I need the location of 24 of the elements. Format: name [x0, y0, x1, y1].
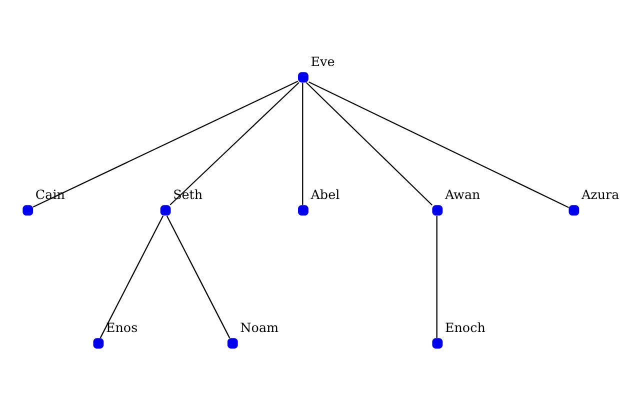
connector: [302, 82, 304, 204]
connector: [170, 82, 300, 205]
node-label: Abel: [310, 186, 340, 202]
node-label: Awan: [444, 186, 480, 202]
node-circle: [93, 338, 104, 348]
node-circle: [22, 204, 34, 216]
node-label: Enoch: [444, 320, 486, 335]
connector: [306, 82, 433, 206]
node-circle: [227, 338, 238, 348]
node-label: Eve: [310, 54, 335, 69]
node-circle: [568, 204, 580, 216]
connector: [166, 215, 230, 338]
node-label: Enos: [106, 320, 138, 335]
node-circle: [160, 204, 171, 216]
node-circle: [298, 204, 308, 216]
node-label: Noam: [240, 320, 279, 335]
node-label: Azura: [581, 186, 620, 202]
node-circle: [432, 338, 443, 348]
node-circle: [432, 204, 443, 216]
connector: [308, 80, 569, 208]
node-circle: [298, 72, 308, 82]
connector: [436, 215, 438, 338]
connector: [100, 215, 164, 338]
connector: [32, 80, 298, 208]
